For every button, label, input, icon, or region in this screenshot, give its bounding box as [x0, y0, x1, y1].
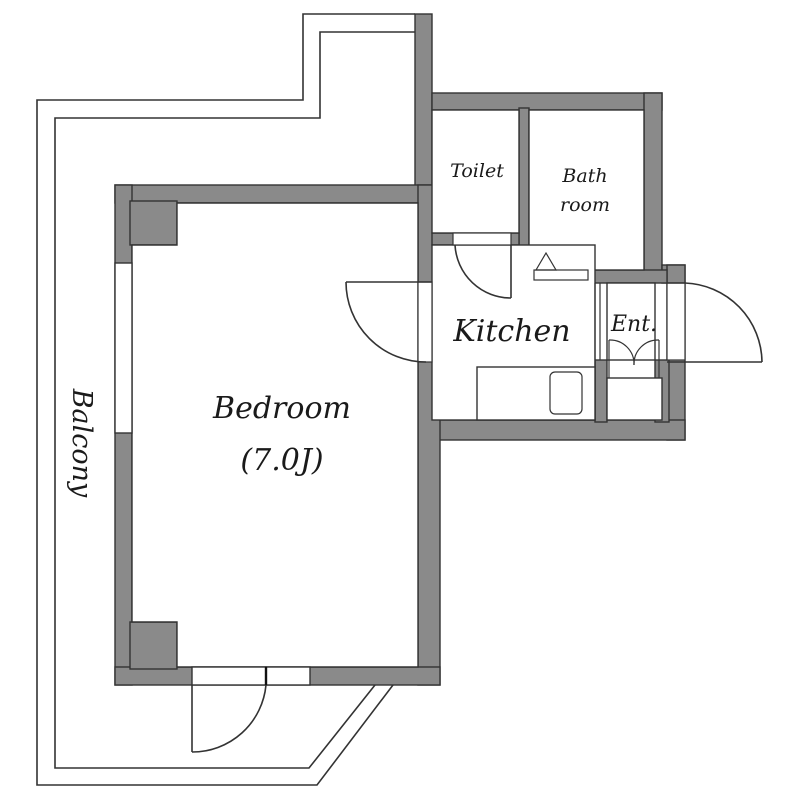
- entrance-label: Ent.: [610, 312, 657, 337]
- kitchen-counter: [476, 366, 596, 421]
- bedroom-window: [114, 262, 133, 434]
- bedroom-door: [345, 281, 433, 363]
- room-floors: [131, 109, 656, 668]
- balcony-door: [191, 666, 311, 753]
- entrance-door: [666, 282, 763, 363]
- balcony-label: Balcony: [66, 388, 97, 498]
- shoe-cabinet: [606, 339, 663, 421]
- bedroom-label: Bedroom: [212, 391, 351, 426]
- bathroom-label-line1: Bath: [561, 165, 607, 187]
- bathroom-label-line2: room: [560, 194, 610, 216]
- balcony: [36, 13, 415, 786]
- kitchen-label: Kitchen: [452, 314, 570, 349]
- bathroom-door: [533, 251, 589, 281]
- toilet-door: [452, 232, 512, 299]
- toilet-label: Toilet: [450, 160, 504, 182]
- bedroom-size: (7.0J): [240, 443, 323, 478]
